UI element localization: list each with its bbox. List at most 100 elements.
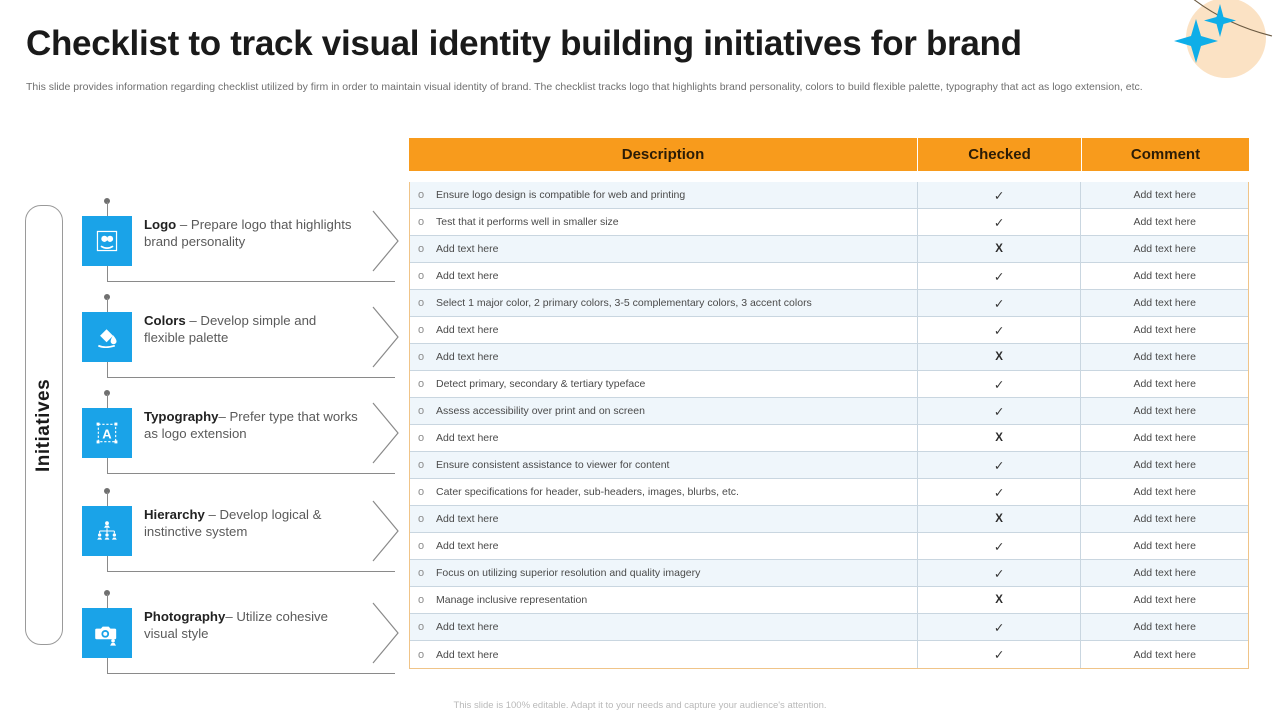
comment-text: Add text here bbox=[1133, 243, 1196, 255]
cell-checked[interactable]: X bbox=[918, 587, 1082, 613]
cell-comment[interactable]: Add text here bbox=[1081, 614, 1248, 640]
cell-comment[interactable]: Add text here bbox=[1081, 533, 1248, 559]
initiative-step-colors[interactable]: Colors – Develop simple and flexible pal… bbox=[80, 292, 400, 384]
cell-checked[interactable]: ✓ bbox=[918, 209, 1082, 235]
description-text: Detect primary, secondary & tertiary typ… bbox=[436, 378, 646, 390]
initiative-step-hierarchy[interactable]: Hierarchy – Develop logical & instinctiv… bbox=[80, 486, 400, 578]
cell-comment[interactable]: Add text here bbox=[1081, 641, 1248, 668]
initiative-step-photography[interactable]: Photography– Utilize cohesive visual sty… bbox=[80, 588, 400, 680]
cell-comment[interactable]: Add text here bbox=[1081, 344, 1248, 370]
cell-comment[interactable]: Add text here bbox=[1081, 371, 1248, 397]
step-connector-horizontal bbox=[106, 473, 395, 475]
cell-checked[interactable]: ✓ bbox=[918, 533, 1082, 559]
cell-checked[interactable]: ✓ bbox=[918, 560, 1082, 586]
cell-comment[interactable]: Add text here bbox=[1081, 290, 1248, 316]
cell-checked[interactable]: ✓ bbox=[918, 452, 1082, 478]
cell-checked[interactable]: ✓ bbox=[918, 479, 1082, 505]
cross-icon: X bbox=[995, 351, 1003, 363]
cell-checked[interactable]: ✓ bbox=[918, 398, 1082, 424]
comment-text: Add text here bbox=[1133, 270, 1196, 282]
cell-comment[interactable]: Add text here bbox=[1081, 425, 1248, 451]
description-text: Add text here bbox=[436, 324, 499, 336]
description-text: Manage inclusive representation bbox=[436, 594, 588, 606]
cross-icon: X bbox=[995, 432, 1003, 444]
cell-comment[interactable]: Add text here bbox=[1081, 479, 1248, 505]
cell-checked[interactable]: ✓ bbox=[918, 641, 1082, 668]
cell-checked[interactable]: X bbox=[918, 425, 1082, 451]
cell-comment[interactable]: Add text here bbox=[1081, 209, 1248, 235]
cell-comment[interactable]: Add text here bbox=[1081, 182, 1248, 208]
comment-text: Add text here bbox=[1133, 486, 1196, 498]
cell-comment[interactable]: Add text here bbox=[1081, 236, 1248, 262]
description-text: Ensure consistent assistance to viewer f… bbox=[436, 459, 670, 471]
cell-checked[interactable]: X bbox=[918, 236, 1082, 262]
initiative-step-desc: – Prepare logo that highlights brand per… bbox=[144, 217, 352, 250]
cell-checked[interactable]: X bbox=[918, 506, 1082, 532]
initiative-step-desc: – Develop logical & instinctive system bbox=[144, 507, 322, 540]
cell-comment[interactable]: Add text here bbox=[1081, 452, 1248, 478]
cell-comment[interactable]: Add text here bbox=[1081, 560, 1248, 586]
cell-checked[interactable]: ✓ bbox=[918, 182, 1082, 208]
cell-checked[interactable]: ✓ bbox=[918, 371, 1082, 397]
step-connector-horizontal bbox=[106, 281, 395, 283]
cell-checked[interactable]: X bbox=[918, 344, 1082, 370]
cell-comment[interactable]: Add text here bbox=[1081, 506, 1248, 532]
cell-comment[interactable]: Add text here bbox=[1081, 317, 1248, 343]
cell-comment[interactable]: Add text here bbox=[1081, 398, 1248, 424]
cell-checked[interactable]: ✓ bbox=[918, 317, 1082, 343]
step-node-dot bbox=[104, 390, 110, 396]
comment-text: Add text here bbox=[1133, 405, 1196, 417]
cell-checked[interactable]: ✓ bbox=[918, 290, 1082, 316]
svg-text:A: A bbox=[102, 427, 112, 442]
initiative-step-logo[interactable]: Logo – Prepare logo that highlights bran… bbox=[80, 196, 400, 288]
cell-comment[interactable]: Add text here bbox=[1081, 587, 1248, 613]
comment-text: Add text here bbox=[1133, 648, 1196, 661]
initiative-step-term: Photography bbox=[144, 609, 226, 624]
step-connector-vertical bbox=[106, 658, 108, 674]
check-icon: ✓ bbox=[993, 404, 1005, 419]
chevron-right-icon bbox=[372, 500, 399, 562]
row-bullet-icon: o bbox=[418, 189, 425, 201]
cell-checked[interactable]: ✓ bbox=[918, 614, 1082, 640]
cell-checked[interactable]: ✓ bbox=[918, 263, 1082, 289]
chevron-right-icon bbox=[372, 602, 399, 664]
cell-comment[interactable]: Add text here bbox=[1081, 263, 1248, 289]
